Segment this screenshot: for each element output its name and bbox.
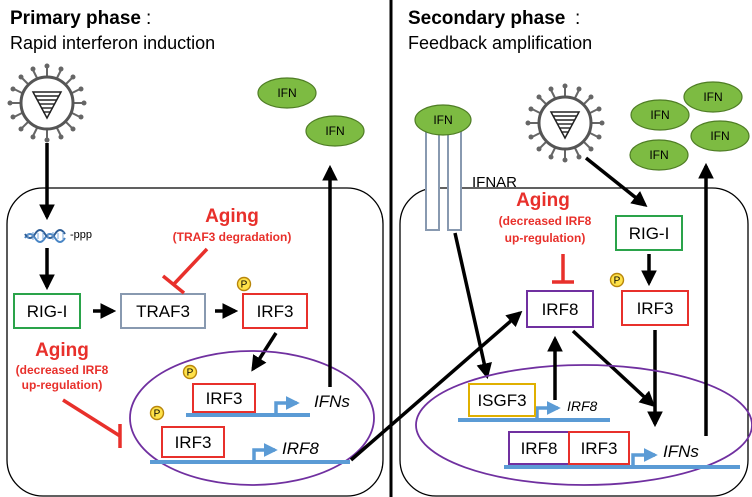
complex-ifns-gene-promoter [631,448,658,467]
phospho-label-secondary: P [614,276,621,287]
secondary-gene-irf8-label: IRF8 [567,398,598,414]
ifnar-left-chain [425,129,440,231]
phospho-badge-nuc1 [182,364,198,380]
isgf3-label: ISGF3 [477,391,526,410]
aging-traf3-inhibit [172,247,209,286]
ifn-blob-c-label: IFN [710,129,729,143]
ifnar-label: IFNAR [472,174,517,191]
aging-traf3-inhibit-bar [161,274,186,295]
ifn-bound-label: IFN [433,113,452,127]
ifn-blob-b-label: IFN [703,90,722,104]
ifn-blob-c [690,120,750,152]
ifn-blob-a [630,99,690,131]
secondary-phase-title: Secondary phase [408,8,565,29]
secondary-phase-subtitle: Feedback amplification [408,33,592,53]
ifn-blob-1-label: IFN [277,86,296,100]
phospho-label: P [241,280,248,291]
primary-nucleus [129,350,375,486]
virus-icon [6,62,88,144]
secondary-gene-ifns-label: IFNs [663,442,699,461]
secondary-rigi-box [615,215,683,251]
irf8-gene-promoter [252,443,278,462]
irf8-to-complex-arrow [571,329,656,408]
primary-phase-title: Primary phase [10,8,141,29]
ifns-gene-promoter [274,396,300,415]
nucleus-irf3-label-2: IRF3 [175,433,212,452]
virus-to-rigi-arrow [584,156,648,207]
secondary-rigi-label: RIG-I [629,224,670,243]
traf3-box [120,293,206,329]
phospho-label-nuc2: P [154,409,161,420]
gene-ifns-label: IFNs [314,392,350,411]
primary-phase-subtitle: Rapid interferon induction [10,33,215,53]
complex-irf3-label: IRF3 [581,439,618,458]
aging-irf8-sub2: up-regulation) [22,378,103,392]
ifnar-to-isgf3-arrow [453,232,492,380]
ifn-blob-2 [305,115,365,147]
primary-irf3-label: IRF3 [257,302,294,321]
viral-rna-icon [24,229,66,243]
isgf3-irf8-gene-promoter [535,401,561,420]
aging-secondary-sub2: up-regulation) [505,231,586,245]
primary-phase-colon: : [146,8,151,29]
complex-irf3-box [568,431,630,465]
phospho-label-nuc1: P [187,368,194,379]
isgf3-box [468,383,536,417]
secondary-irf3-label: IRF3 [637,299,674,318]
virus-icon-secondary [524,82,606,164]
phospho-badge [236,276,252,292]
phospho-badge-secondary [609,272,625,288]
aging-irf8-sub1: (decreased IRF8 [16,363,109,377]
primary-rigi-label: RIG-I [27,302,68,321]
ifn-blob-1 [257,77,317,109]
secondary-irf8-box [526,290,594,328]
aging-irf8-inhibit [62,398,121,438]
secondary-nucleus [415,364,752,486]
phospho-badge-nuc2 [149,405,165,421]
aging-secondary-title: Aging [516,190,570,211]
ifn-blob-d-label: IFN [649,148,668,162]
nucleus-irf3-box-2 [161,426,225,458]
traf3-label: TRAF3 [136,302,190,321]
aging-irf8-title: Aging [35,340,89,361]
ifn-blob-2-label: IFN [325,124,344,138]
ifn-bound-receptor [414,104,472,136]
primary-cell [6,187,384,497]
complex-irf8-label: IRF8 [521,439,558,458]
aging-secondary-sub1: (decreased IRF8 [499,214,592,228]
aging-traf3-sub: (TRAF3 degradation) [173,230,292,244]
ifn-blob-a-label: IFN [650,108,669,122]
secondary-cell [399,187,749,497]
gene-irf8-label: IRF8 [282,439,319,458]
secondary-phase-colon: : [575,8,580,29]
secondary-irf3-box [621,290,689,326]
ifnar-right-chain [447,129,462,231]
nucleus-irf3-label-1: IRF3 [206,389,243,408]
ifn-blob-d [629,139,689,171]
aging-traf3-title: Aging [205,206,259,227]
primary-rigi-box [13,293,81,329]
primary-irf3-box [242,293,308,329]
irf8-cross-phase-arrow [349,310,523,462]
nucleus-irf3-box-1 [192,383,256,413]
ifn-blob-b [683,81,743,113]
secondary-irf8-label: IRF8 [542,300,579,319]
rna-ppp-label: -ppp [70,229,92,241]
